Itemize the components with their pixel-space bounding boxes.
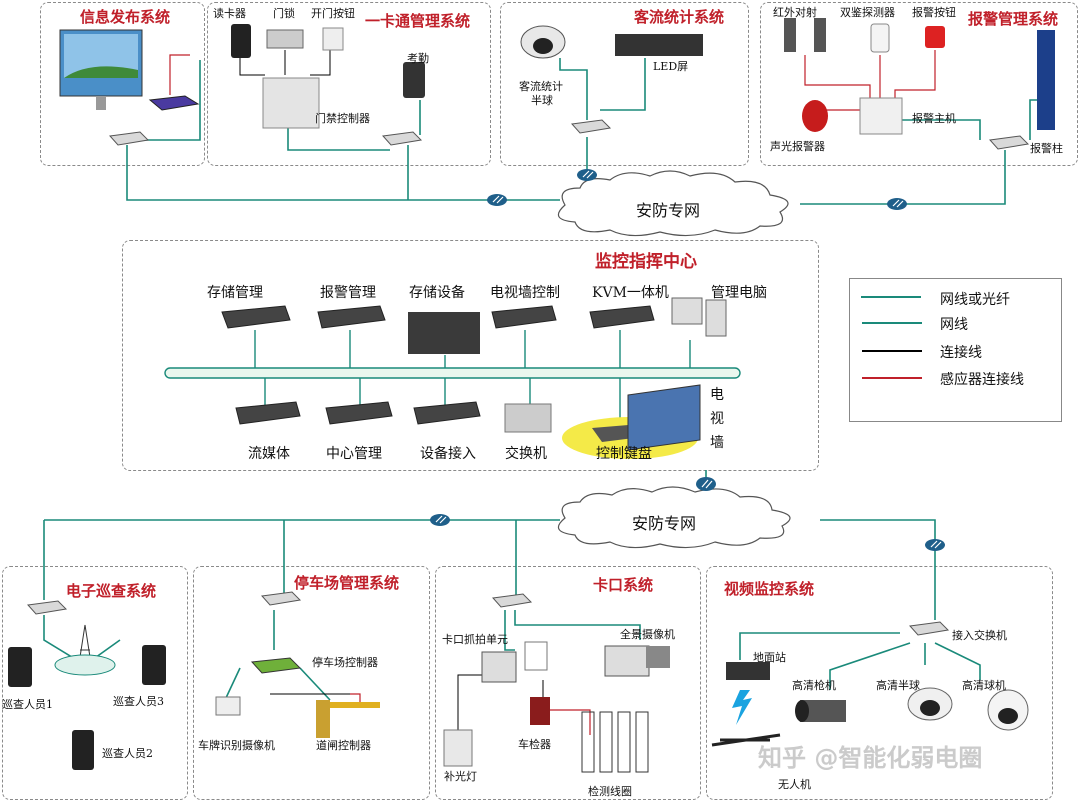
legend-item-sensor: 感应器连接线 — [850, 368, 1061, 388]
alarm-system-box — [760, 2, 1078, 166]
checkpoint-system-box — [435, 566, 701, 800]
ir-beam-label: 红外对射 — [773, 6, 817, 19]
alarm-button-label: 报警按钮 — [912, 6, 956, 19]
legend-fiber-line — [861, 296, 921, 298]
door-button-label: 开门按钮 — [311, 7, 355, 20]
legend-connector-text: 连接线 — [940, 345, 982, 361]
center-top-label-5: KVM一体机 — [592, 285, 669, 301]
center-bottom-label-5: 控制键盘 — [596, 446, 652, 462]
center-top-label-1: 存储管理 — [207, 285, 263, 301]
flow-system-title: 客流统计系统 — [634, 8, 725, 26]
card-system-title: 一卡通管理系统 — [365, 12, 471, 30]
legend-red-line — [862, 377, 922, 379]
patrol-person-2-label: 巡查人员2 — [102, 747, 153, 760]
legend-item-cable: 网线 — [850, 313, 1061, 333]
legend-sensor-text: 感应器连接线 — [940, 372, 1024, 388]
alarm-host-label: 报警主机 — [912, 112, 956, 125]
flow-dome2-label: 半球 — [531, 94, 553, 107]
flow-dome-label: 客流统计 — [519, 80, 563, 93]
tv-wall-label-3: 墙 — [710, 435, 724, 451]
watermark: 知乎 @智能化弱电圈 — [758, 744, 983, 772]
tv-wall-label-1: 电 — [710, 387, 724, 403]
legend: 网线或光纤 网线 连接线 感应器连接线 — [849, 278, 1062, 422]
top-cloud-label: 安防专网 — [636, 201, 701, 220]
led-screen-label: LED屏 — [653, 60, 689, 73]
attendance-label: 考勤 — [407, 52, 429, 65]
vehicle-detector-label: 车检器 — [518, 738, 551, 751]
center-top-label-3: 存储设备 — [409, 285, 465, 301]
siren-label: 声光报警器 — [770, 140, 825, 153]
capture-unit-label: 卡口抓拍单元 — [442, 633, 508, 646]
door-lock-label: 门锁 — [273, 7, 295, 20]
parking-controller-label: 停车场控制器 — [312, 656, 378, 669]
center-top-label-2: 报警管理 — [320, 285, 376, 301]
patrol-system-title: 电子巡查系统 — [66, 582, 157, 600]
patrol-person-1-label: 巡查人员1 — [2, 698, 53, 711]
fill-light-label: 补光灯 — [444, 770, 477, 783]
legend-item-connector: 连接线 — [850, 341, 1061, 361]
dual-detector-label: 双鉴探测器 — [840, 6, 895, 19]
center-bottom-label-3: 设备接入 — [420, 446, 476, 462]
alarm-system-title: 报警管理系统 — [968, 10, 1059, 28]
center-bottom-label-4: 交换机 — [505, 446, 547, 462]
info-system-title: 信息发布系统 — [80, 8, 171, 26]
legend-item-fiber: 网线或光纤 — [850, 288, 1061, 308]
checkpoint-system-title: 卡口系统 — [593, 576, 654, 594]
panorama-camera-label: 全景摄像机 — [620, 628, 675, 641]
lpr-camera-label: 车牌识别摄像机 — [198, 739, 275, 752]
legend-cable-text: 网线 — [940, 317, 968, 333]
hd-bullet-label: 高清枪机 — [792, 679, 836, 692]
video-system-box — [706, 566, 1053, 800]
card-reader-label: 读卡器 — [213, 7, 246, 20]
parking-system-title: 停车场管理系统 — [294, 574, 400, 592]
center-top-label-6: 管理电脑 — [711, 285, 767, 301]
command-center-box — [122, 240, 819, 471]
hd-dome-label: 高清半球 — [876, 679, 920, 692]
access-switch-label: 接入交换机 — [952, 629, 1007, 642]
ground-station-label: 地面站 — [753, 651, 786, 664]
alarm-column-label: 报警柱 — [1030, 142, 1063, 155]
legend-fiber-text: 网线或光纤 — [940, 292, 1010, 308]
command-center-title: 监控指挥中心 — [595, 252, 697, 272]
center-bottom-label-2: 中心管理 — [326, 446, 382, 462]
legend-teal-line — [862, 322, 922, 324]
video-system-title: 视频监控系统 — [724, 580, 815, 598]
card-system-box — [207, 2, 491, 166]
gate-controller-label: 道闸控制器 — [316, 739, 371, 752]
center-top-label-4: 电视墙控制 — [490, 285, 560, 301]
legend-black-line — [862, 350, 922, 352]
drone-label: 无人机 — [778, 778, 811, 791]
tv-wall-label-2: 视 — [710, 411, 724, 427]
center-bottom-label-1: 流媒体 — [248, 446, 290, 462]
bottom-cloud-label: 安防专网 — [632, 514, 697, 533]
door-controller-label: 门禁控制器 — [315, 112, 370, 125]
detection-coil-label: 检测线圈 — [588, 785, 632, 798]
hd-ptz-label: 高清球机 — [962, 679, 1006, 692]
patrol-person-3-label: 巡查人员3 — [113, 695, 164, 708]
